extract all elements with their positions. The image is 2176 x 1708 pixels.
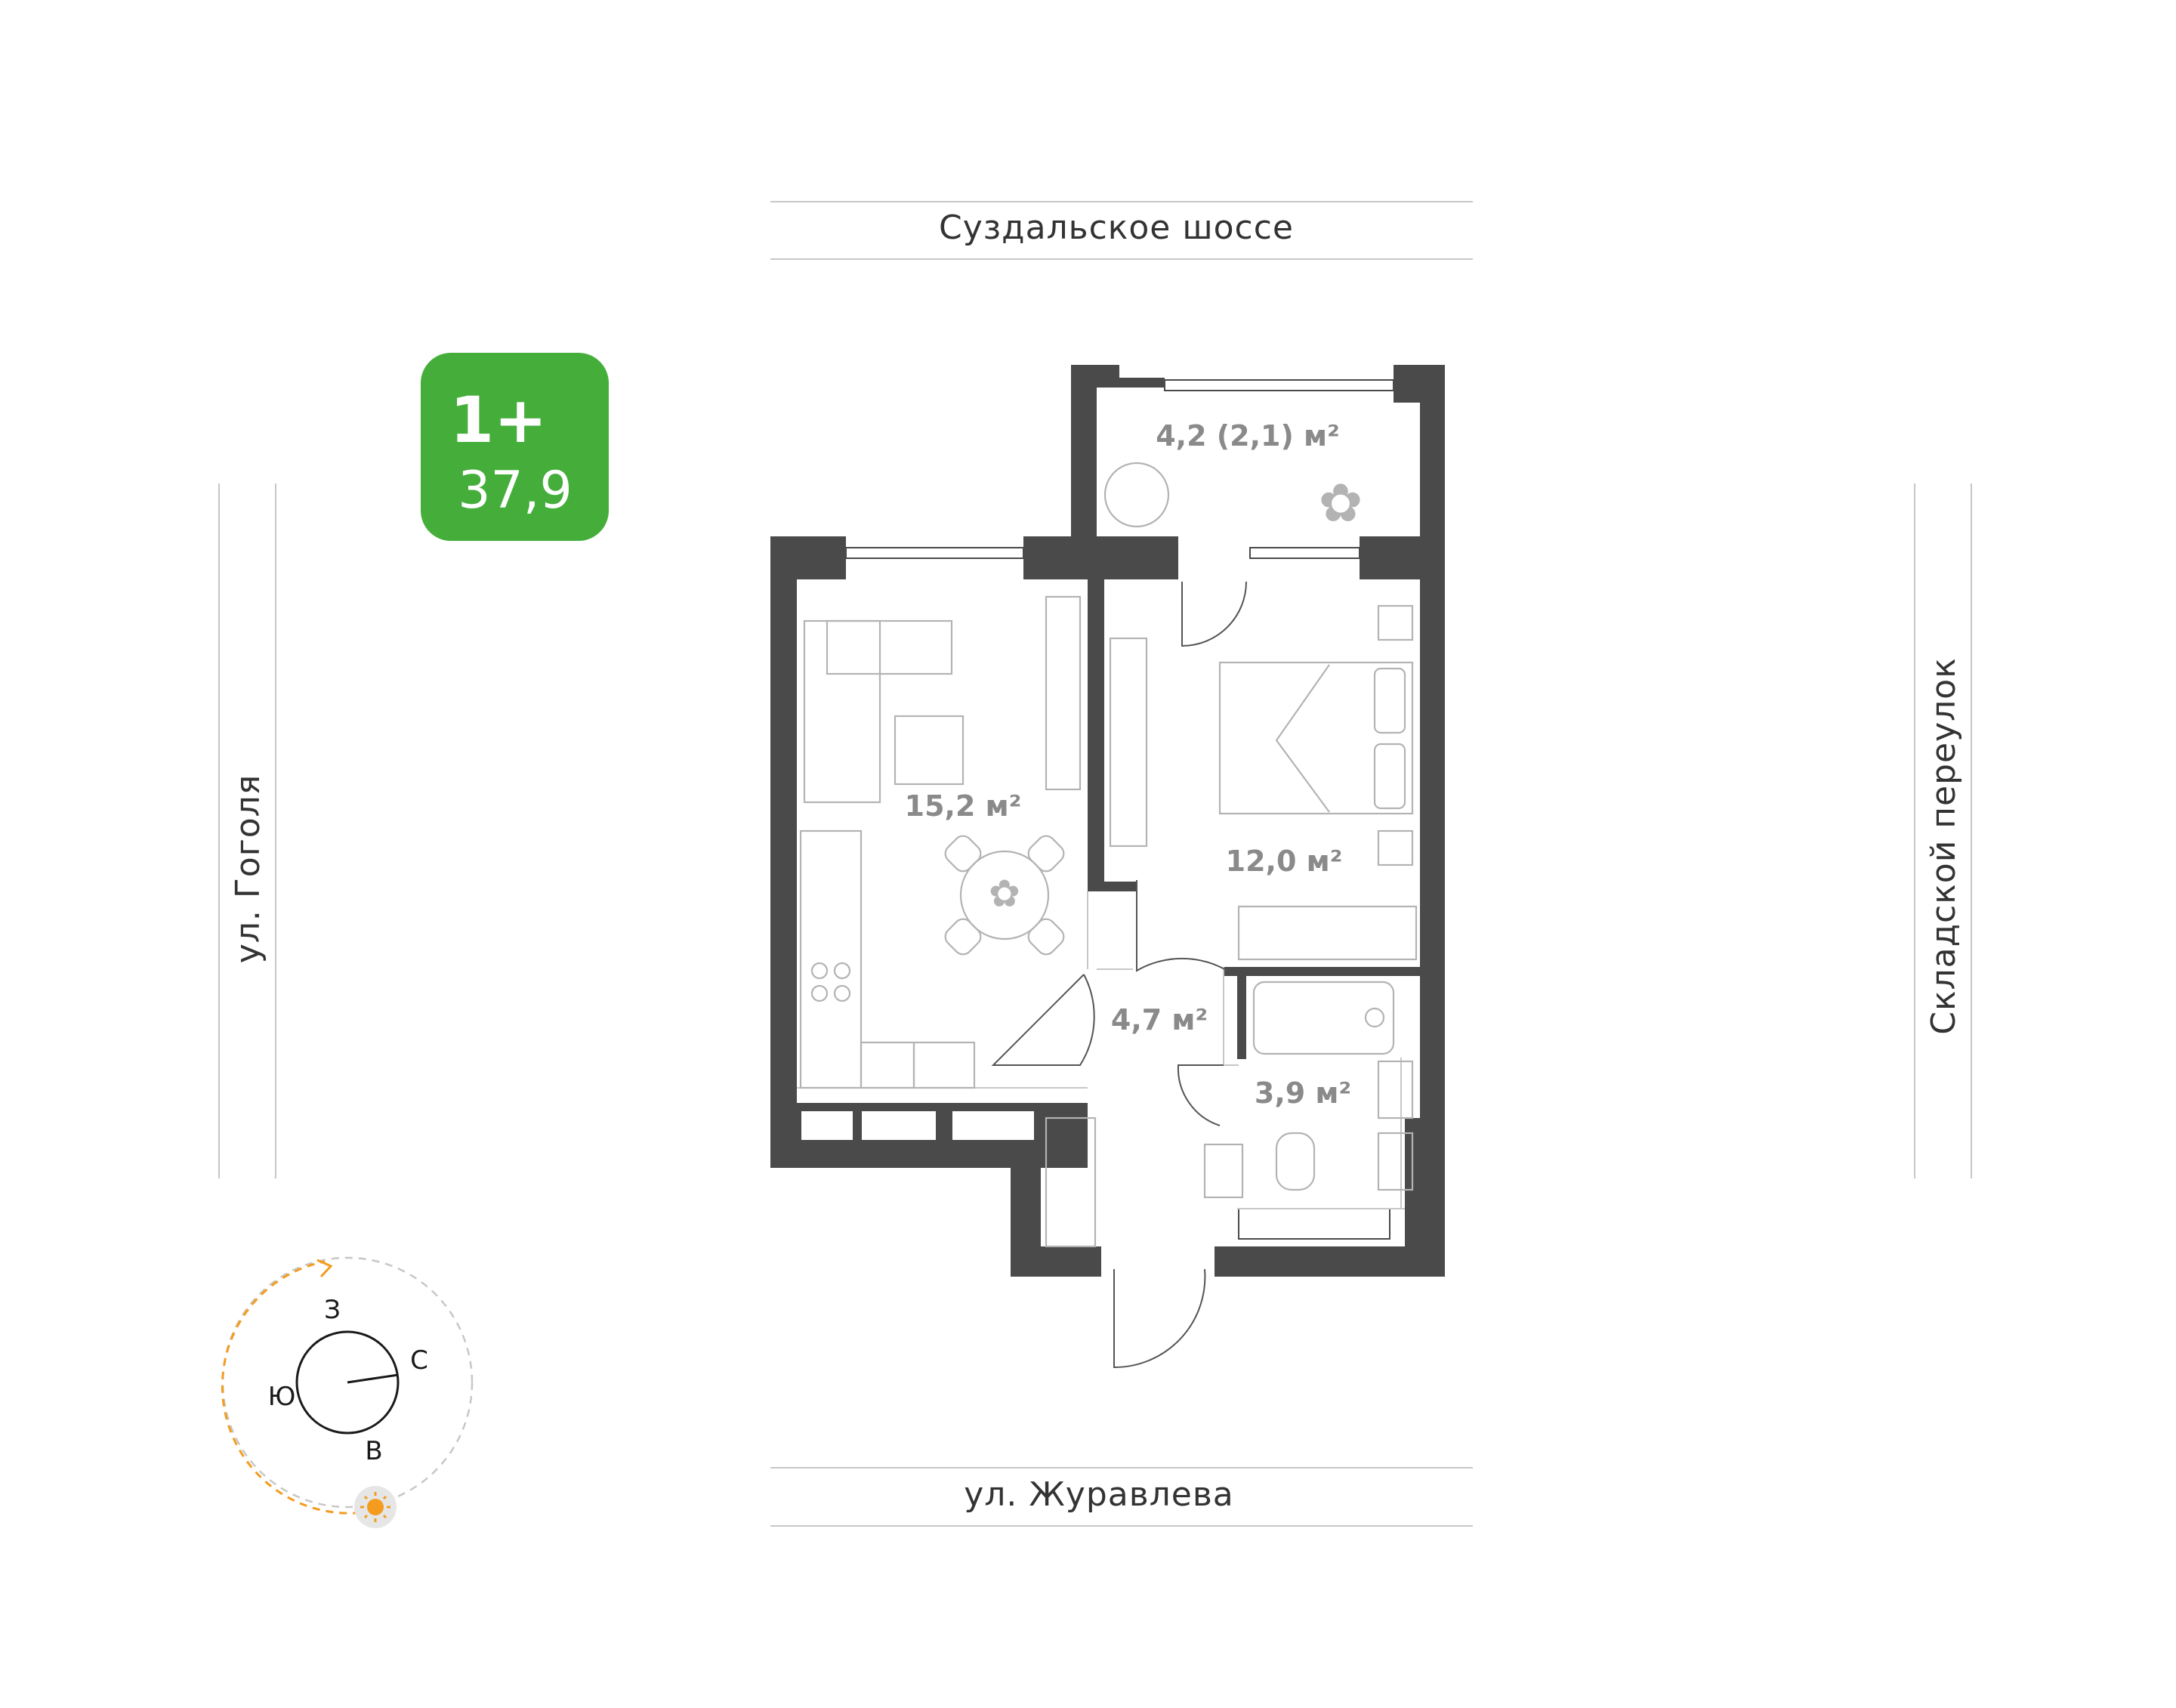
balcony-window <box>1164 379 1394 391</box>
living-window-bottom-2 <box>860 1110 937 1141</box>
bedroom-window <box>1249 547 1360 559</box>
bathroom-furniture <box>1203 981 1414 1199</box>
badge-total-area: 37,9 <box>458 461 572 520</box>
balcony-area: 4,2 (2,1) м² <box>1156 419 1340 452</box>
sun-path-arrow-icon <box>316 1259 333 1278</box>
svg-text:✿: ✿ <box>989 872 1020 916</box>
compass-north: С <box>410 1345 428 1376</box>
street-north: Суздальское шоссе <box>770 201 1473 260</box>
compass: З С Ю В <box>221 1256 474 1528</box>
closet <box>1109 637 1148 848</box>
washing-machine <box>1203 1143 1244 1199</box>
balcony-furniture: ✿ <box>1103 462 1363 534</box>
bedroom-door <box>1136 880 1228 972</box>
bathroom-window-bottom <box>1238 1208 1390 1240</box>
living-area: 15,2 м² <box>905 789 1022 823</box>
sun-path-arc <box>221 1260 375 1515</box>
nightstand-top <box>1377 604 1414 641</box>
street-west-label: ул. Гоголя <box>229 774 267 964</box>
dining-table <box>959 850 1050 940</box>
street-north-label: Суздальское шоссе <box>939 208 1294 247</box>
bathroom-door <box>1177 1064 1224 1126</box>
washbasin <box>1377 1060 1414 1120</box>
compass-needle <box>347 1373 399 1384</box>
balcony-door <box>1181 581 1247 647</box>
bathtub <box>1252 981 1395 1055</box>
living-door <box>991 974 1095 1066</box>
living-window-bottom-3 <box>951 1110 1036 1141</box>
bathroom-area: 3,9 м² <box>1255 1076 1351 1110</box>
street-south-label: ул. Журавлева <box>964 1475 1233 1514</box>
living-window <box>845 547 1024 559</box>
bedroom-wardrobe <box>1237 905 1418 961</box>
nightstand-bottom <box>1377 829 1414 866</box>
wardrobe <box>1045 595 1082 791</box>
badge-rooms: 1+ <box>450 383 548 457</box>
floor-plan: ✿ ✿ <box>770 365 1445 1369</box>
doors <box>991 581 1247 1369</box>
street-south: ул. Журавлева <box>770 1467 1473 1527</box>
bedroom-area: 12,0 м² <box>1226 845 1343 878</box>
kitchen-counter <box>799 829 863 1089</box>
room-labels: 4,2 (2,1) м² 15,2 м² 12,0 м² 4,7 м² 3,9 … <box>905 419 1351 1110</box>
compass-ring <box>295 1330 400 1435</box>
sofa <box>803 619 881 804</box>
tv-stand <box>894 715 965 786</box>
toilet <box>1275 1132 1316 1191</box>
compass-south: Ю <box>268 1382 296 1412</box>
badge-background <box>421 353 609 541</box>
street-west: ул. Гоголя <box>218 483 276 1178</box>
sun-icon <box>354 1486 397 1528</box>
corridor-closet <box>1045 1117 1097 1248</box>
entrance-door <box>1113 1268 1206 1369</box>
hallway-area: 4,7 м² <box>1111 1003 1208 1036</box>
street-east: Складской переулок <box>1914 483 1972 1178</box>
living-window-bottom-1 <box>800 1110 854 1141</box>
armchair <box>1103 462 1170 528</box>
living-furniture: ✿ <box>799 595 1148 1089</box>
plant: ✿ <box>1319 472 1363 534</box>
compass-east: В <box>365 1436 382 1466</box>
apartment-badge: 1+ 37,9 <box>421 353 609 541</box>
kitchen-sink <box>860 1041 915 1089</box>
bedroom-furniture <box>1218 604 1418 961</box>
sun-path-ring <box>221 1256 474 1509</box>
street-east-label: Складской переулок <box>1924 657 1963 1035</box>
compass-west: З <box>324 1295 341 1325</box>
bed <box>1218 661 1414 815</box>
hall-closet <box>1045 1117 1097 1248</box>
